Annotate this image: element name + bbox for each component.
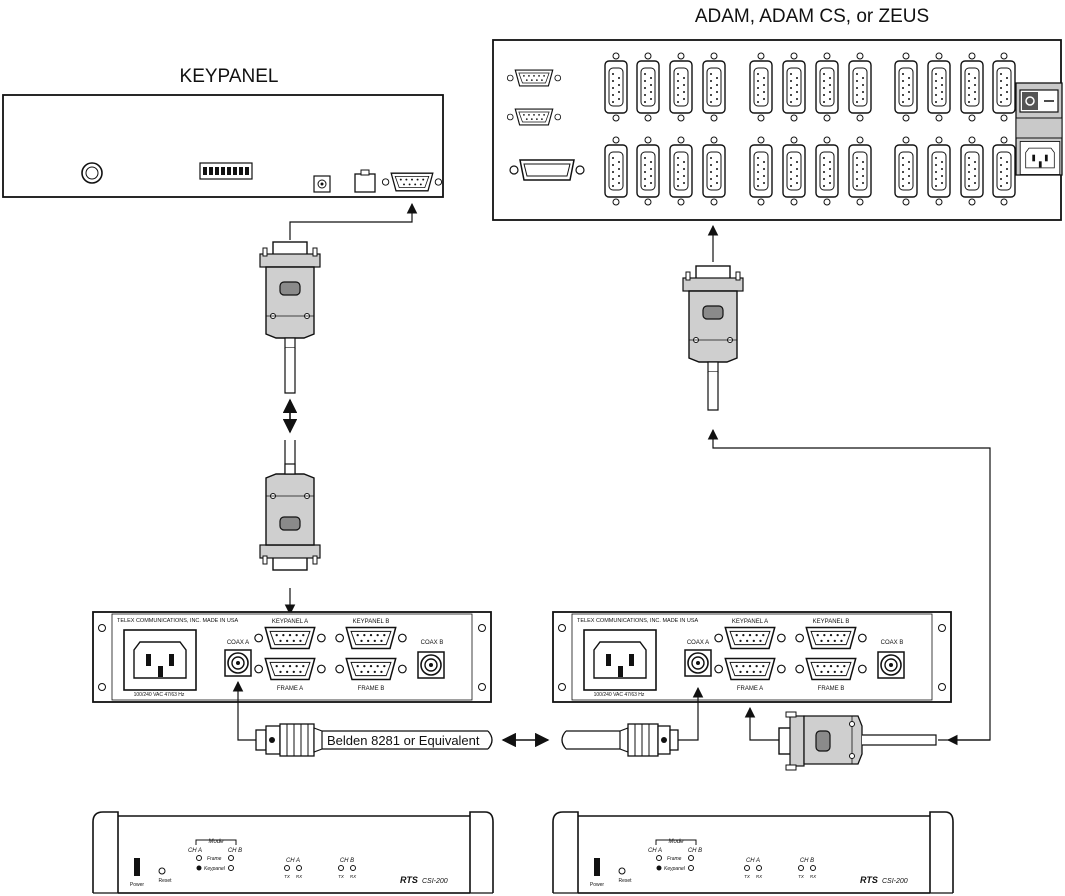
mode-label: Mode <box>208 839 224 845</box>
cable-plug-frame-end <box>682 265 744 373</box>
power-rating-label: 100/240 VAC 47/63 Hz <box>134 692 185 698</box>
csi-maker-label: TELEX COMMUNICATIONS, INC. MADE IN USA <box>577 618 699 624</box>
csi-maker-label: TELEX COMMUNICATIONS, INC. MADE IN USA <box>117 618 239 624</box>
led-ch-b-label: CH B <box>800 858 814 864</box>
coax-a-label: COAX A <box>227 640 249 646</box>
keypanel-mode-label: Keypanel <box>664 866 686 872</box>
frame-cable-plug-horizontal <box>744 706 937 771</box>
coax-a-label: COAX A <box>687 640 709 646</box>
tx-a-label: TX <box>744 874 751 879</box>
tx-b-label: TX <box>798 874 805 879</box>
adam-title: ADAM, ADAM CS, or ZEUS <box>695 6 929 27</box>
power-label: Power <box>590 882 605 888</box>
rts-logo: RTS <box>400 875 418 885</box>
cable-plug-keypanel-end <box>259 241 321 349</box>
frame-a-label: FRAME A <box>737 686 763 692</box>
frame-db25 <box>509 159 585 181</box>
csi-200-front-right: Power Reset Mode CH A CH B Frame Keypane… <box>552 811 954 894</box>
frame-b-label: FRAME B <box>818 686 845 692</box>
bnc-plug-right <box>619 723 679 757</box>
model-label: CSI-200 <box>422 878 448 885</box>
frame-a-label: FRAME A <box>277 686 303 692</box>
keypanel-b-label: KEYPANEL B <box>813 619 850 625</box>
reset-label: Reset <box>618 878 632 884</box>
keypanel-rear-panel <box>2 94 444 198</box>
ch-a-label: CH A <box>648 848 662 854</box>
model-label: CSI-200 <box>882 878 908 885</box>
ch-b-label: CH B <box>228 848 242 854</box>
frame-b-label: FRAME B <box>358 686 385 692</box>
rts-logo: RTS <box>860 875 878 885</box>
keypanel-cable <box>259 202 418 616</box>
tx-a-label: TX <box>284 874 291 879</box>
ch-b-label: CH B <box>688 848 702 854</box>
rj-jack <box>354 169 376 193</box>
keypanel-mode-label: Keypanel <box>204 866 226 872</box>
rx-b-label: RX <box>350 874 357 879</box>
csi-200-front-left: Power Reset Mode CH A CH B Frame Keypane… <box>130 839 448 888</box>
keypanel-b-label: KEYPANEL B <box>353 619 390 625</box>
keypanel-a-label: KEYPANEL A <box>732 619 768 625</box>
frame-mode-label: Frame <box>207 856 222 862</box>
dc-power-jack <box>313 175 331 193</box>
keypanel-title: KEYPANEL <box>180 66 279 87</box>
frame-cable <box>682 224 991 746</box>
coax-b-label: COAX B <box>421 640 444 646</box>
cable-spec-label: Belden 8281 or Equivalent <box>327 733 480 748</box>
adam-frame-rear <box>492 39 1063 221</box>
dip-switch <box>199 162 253 180</box>
power-label: Power <box>130 882 145 888</box>
frame-power-inlet <box>1019 141 1061 175</box>
tx-b-label: TX <box>338 874 345 879</box>
led-ch-a-label: CH A <box>286 858 300 864</box>
reset-label: Reset <box>158 878 172 884</box>
power-rating-label: 100/240 VAC 47/63 Hz <box>594 692 645 698</box>
rx-b-label: RX <box>810 874 817 879</box>
led-ch-a-label: CH A <box>746 858 760 864</box>
coax-cable: Belden 8281 or Equivalent <box>232 680 704 757</box>
rx-a-label: RX <box>756 874 763 879</box>
mode-label: Mode <box>668 839 684 845</box>
csi-200-rear-left: TELEX COMMUNICATIONS, INC. MADE IN USA 1… <box>117 618 443 698</box>
rx-a-label: RX <box>296 874 303 879</box>
ch-a-label: CH A <box>188 848 202 854</box>
frame-power-module <box>1015 82 1063 176</box>
cable-plug-csi-end <box>259 463 321 571</box>
csi-200-rear-right: TELEX COMMUNICATIONS, INC. MADE IN USA 1… <box>553 612 951 702</box>
keypanel-a-label: KEYPANEL A <box>272 619 308 625</box>
coax-b-label: COAX B <box>881 640 904 646</box>
led-ch-b-label: CH B <box>340 858 354 864</box>
frame-mode-label: Frame <box>667 856 682 862</box>
bnc-plug-left <box>255 723 323 757</box>
